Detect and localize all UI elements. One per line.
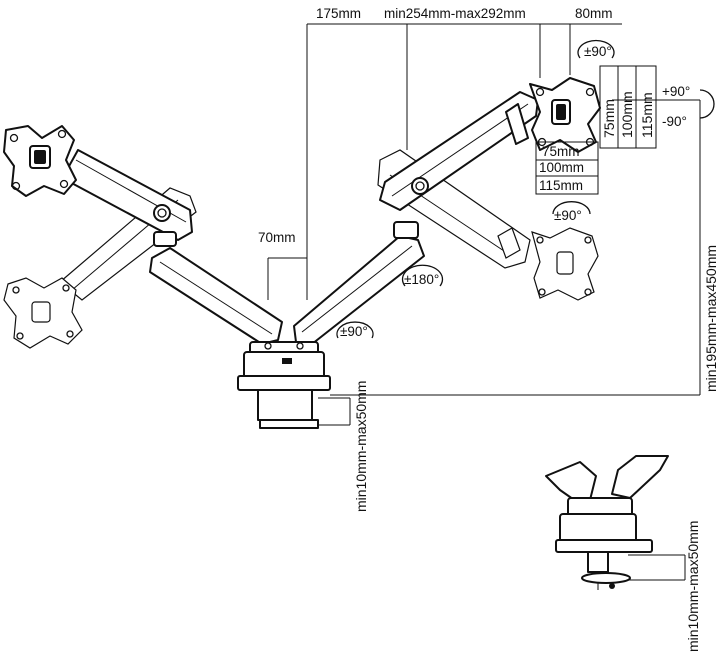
top-dimension-lines <box>267 23 701 581</box>
dim-top-middle: min254mm-max292mm <box>384 6 526 21</box>
vesa-vertical-bracket <box>599 65 657 149</box>
dim-arm-offset: 70mm <box>258 230 296 245</box>
dim-height-range: min195mm-max450mm <box>703 245 719 392</box>
ghost-right-vesa-plate <box>531 227 599 301</box>
rotation-arrows <box>336 39 715 339</box>
dim-top-left: 175mm <box>316 6 361 21</box>
right-lower-arm <box>293 221 425 345</box>
dim-clamp-thickness: min10mm-max50mm <box>353 381 369 512</box>
rot-base: ±90° <box>340 324 368 339</box>
vesa-v-100: 100mm <box>619 91 635 138</box>
grommet-mount-inset <box>545 455 669 590</box>
rot-elbow: ±180° <box>404 272 439 287</box>
rot-tilt-up: +90° <box>662 84 690 99</box>
left-lower-arm <box>149 231 283 345</box>
rot-swivel-top: ±90° <box>584 44 612 59</box>
vesa-v-75: 75mm <box>601 99 617 138</box>
rot-swivel-head: ±90° <box>554 208 582 223</box>
vesa-v-115: 115mm <box>639 92 655 138</box>
vesa-h-100: 100mm <box>539 160 584 175</box>
desk-clamp-base <box>237 341 331 429</box>
vesa-horizontal-bracket <box>535 141 599 195</box>
dim-grommet-thickness: min10mm-max50mm <box>685 521 701 652</box>
rot-tilt-down: -90° <box>662 114 687 129</box>
left-vesa-plate <box>3 125 77 197</box>
vesa-h-115: 115mm <box>539 178 583 193</box>
vesa-h-75: 75mm <box>542 144 580 159</box>
right-upper-arm <box>379 91 539 211</box>
dim-top-right: 80mm <box>575 6 613 21</box>
ghost-left-vesa-plate <box>3 277 83 349</box>
right-vesa-plate <box>529 77 601 153</box>
